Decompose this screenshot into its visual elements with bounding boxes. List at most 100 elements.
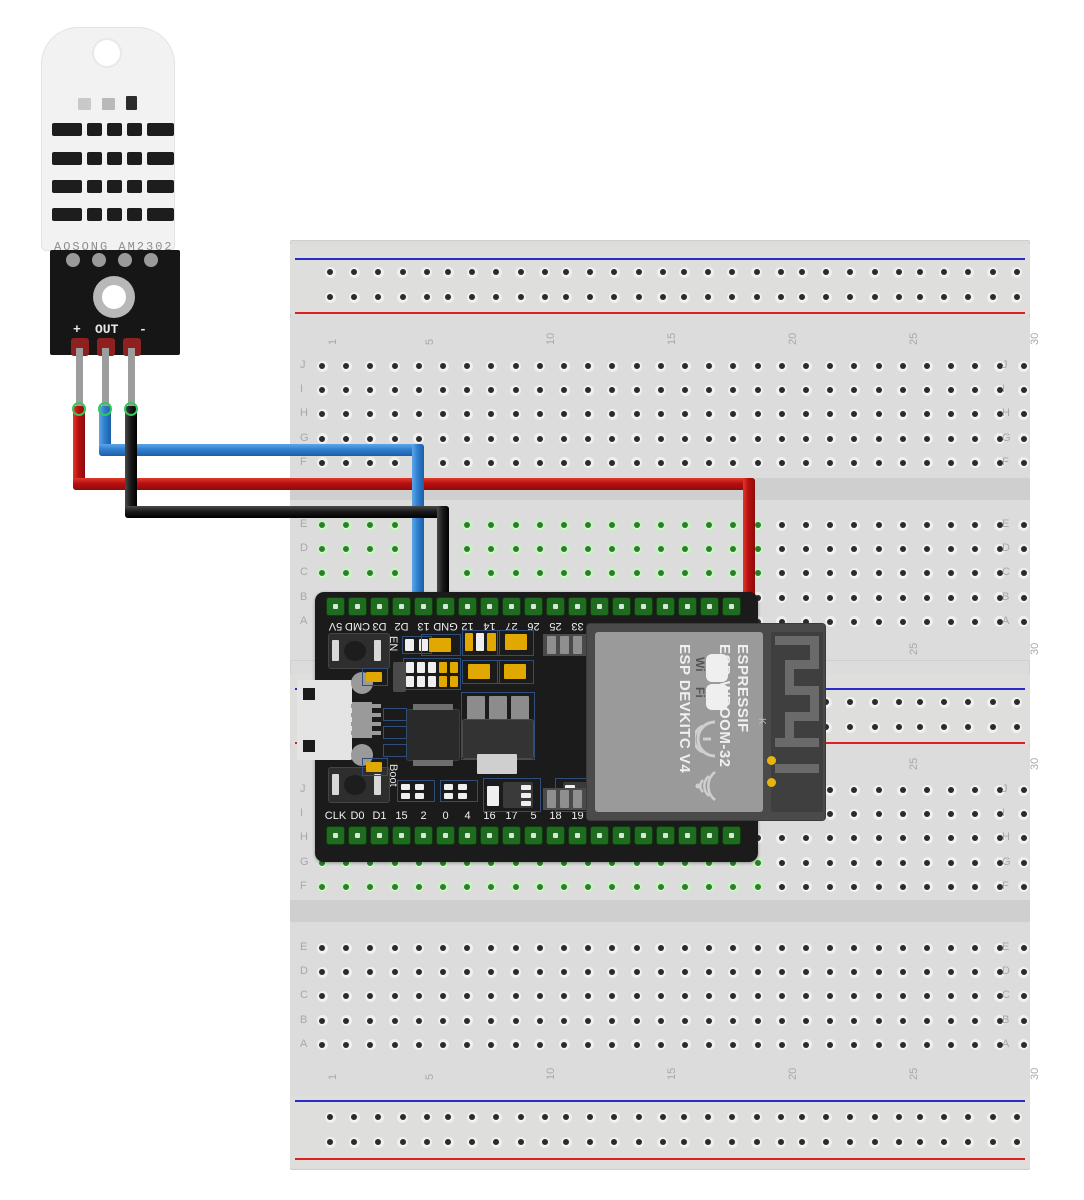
breadboard-hole[interactable]: [510, 857, 522, 869]
breadboard-hole[interactable]: [582, 543, 594, 555]
breadboard-hole[interactable]: [727, 384, 739, 396]
breadboard-hole[interactable]: [324, 266, 336, 278]
breadboard-hole[interactable]: [776, 857, 788, 869]
esp32-pin-5v[interactable]: [327, 598, 344, 615]
breadboard-hole[interactable]: [824, 832, 836, 844]
breadboard-hole[interactable]: [994, 942, 1006, 954]
breadboard-hole[interactable]: [921, 457, 933, 469]
breadboard-hole[interactable]: [606, 457, 618, 469]
breadboard-hole[interactable]: [921, 966, 933, 978]
breadboard-hole[interactable]: [348, 266, 360, 278]
breadboard-hole[interactable]: [1018, 857, 1030, 869]
breadboard-hole[interactable]: [655, 384, 667, 396]
breadboard-hole[interactable]: [945, 990, 957, 1002]
breadboard-hole[interactable]: [324, 1111, 336, 1123]
breadboard-hole[interactable]: [606, 1015, 618, 1027]
breadboard-hole[interactable]: [679, 567, 691, 579]
breadboard-hole[interactable]: [631, 881, 643, 893]
breadboard-hole[interactable]: [938, 1136, 950, 1148]
breadboard-hole[interactable]: [1018, 519, 1030, 531]
breadboard-hole[interactable]: [703, 966, 715, 978]
breadboard-hole[interactable]: [364, 990, 376, 1002]
breadboard-hole[interactable]: [510, 433, 522, 445]
breadboard-hole[interactable]: [485, 942, 497, 954]
breadboard-hole[interactable]: [921, 519, 933, 531]
breadboard-hole[interactable]: [969, 384, 981, 396]
breadboard-hole[interactable]: [679, 857, 691, 869]
breadboard-hole[interactable]: [510, 408, 522, 420]
breadboard-hole[interactable]: [316, 433, 328, 445]
breadboard-hole[interactable]: [364, 857, 376, 869]
breadboard-hole[interactable]: [437, 990, 449, 1002]
breadboard-hole[interactable]: [1018, 966, 1030, 978]
breadboard-hole[interactable]: [606, 384, 618, 396]
breadboard-hole[interactable]: [752, 966, 764, 978]
breadboard-hole[interactable]: [372, 266, 384, 278]
breadboard-hole[interactable]: [703, 857, 715, 869]
breadboard-hole[interactable]: [796, 291, 808, 303]
breadboard-hole[interactable]: [994, 592, 1006, 604]
breadboard-hole[interactable]: [945, 567, 957, 579]
breadboard-hole[interactable]: [608, 1111, 620, 1123]
breadboard-hole[interactable]: [893, 1111, 905, 1123]
breadboard-hole[interactable]: [485, 990, 497, 1002]
am2302-sensor[interactable]: AOSONG AM2302 + OUT -: [40, 28, 200, 358]
breadboard-hole[interactable]: [776, 543, 788, 555]
breadboard-hole[interactable]: [534, 567, 546, 579]
esp32-pin-17[interactable]: [503, 827, 520, 844]
data-wire-segment-horizontal[interactable]: [99, 444, 424, 456]
breadboard-hole[interactable]: [844, 696, 856, 708]
breadboard-hole[interactable]: [340, 942, 352, 954]
breadboard-hole[interactable]: [824, 966, 836, 978]
breadboard-hole[interactable]: [510, 360, 522, 372]
breadboard-hole[interactable]: [703, 942, 715, 954]
breadboard-hole[interactable]: [824, 457, 836, 469]
breadboard-hole[interactable]: [397, 266, 409, 278]
breadboard-hole[interactable]: [752, 942, 764, 954]
breadboard-hole[interactable]: [921, 832, 933, 844]
breadboard-hole[interactable]: [945, 881, 957, 893]
breadboard-hole[interactable]: [678, 266, 690, 278]
breadboard-hole[interactable]: [485, 1015, 497, 1027]
breadboard-hole[interactable]: [752, 384, 764, 396]
breadboard-hole[interactable]: [421, 1111, 433, 1123]
breadboard-hole[interactable]: [776, 881, 788, 893]
breadboard-hole[interactable]: [437, 942, 449, 954]
breadboard-hole[interactable]: [869, 696, 881, 708]
breadboard-hole[interactable]: [776, 457, 788, 469]
breadboard-hole[interactable]: [534, 1015, 546, 1027]
breadboard-hole[interactable]: [945, 808, 957, 820]
breadboard-hole[interactable]: [848, 592, 860, 604]
breadboard-hole[interactable]: [558, 433, 570, 445]
esp32-pin-21[interactable]: [613, 827, 630, 844]
breadboard-hole[interactable]: [582, 881, 594, 893]
breadboard-hole[interactable]: [461, 857, 473, 869]
esp32-pin-clk[interactable]: [327, 827, 344, 844]
breadboard-hole[interactable]: [897, 942, 909, 954]
breadboard-hole[interactable]: [824, 543, 836, 555]
esp32-pin-tx[interactable]: [657, 827, 674, 844]
breadboard-hole[interactable]: [800, 408, 812, 420]
breadboard-hole[interactable]: [490, 266, 502, 278]
boot-button-cap[interactable]: [344, 775, 366, 795]
breadboard-hole[interactable]: [657, 291, 669, 303]
breadboard-hole[interactable]: [824, 857, 836, 869]
esp32-pin-5[interactable]: [525, 827, 542, 844]
breadboard-hole[interactable]: [316, 543, 328, 555]
breadboard-hole[interactable]: [751, 266, 763, 278]
breadboard-hole[interactable]: [510, 384, 522, 396]
breadboard-hole[interactable]: [848, 881, 860, 893]
breadboard-hole[interactable]: [582, 519, 594, 531]
breadboard-hole[interactable]: [727, 567, 739, 579]
breadboard-hole[interactable]: [897, 881, 909, 893]
breadboard-hole[interactable]: [994, 433, 1006, 445]
breadboard-hole[interactable]: [442, 291, 454, 303]
breadboard-hole[interactable]: [633, 291, 645, 303]
breadboard-hole[interactable]: [510, 519, 522, 531]
breadboard-hole[interactable]: [873, 519, 885, 531]
breadboard-hole[interactable]: [678, 291, 690, 303]
esp32-pin-vn[interactable]: [657, 598, 674, 615]
breadboard-hole[interactable]: [655, 457, 667, 469]
breadboard-hole[interactable]: [558, 457, 570, 469]
breadboard-hole[interactable]: [873, 808, 885, 820]
